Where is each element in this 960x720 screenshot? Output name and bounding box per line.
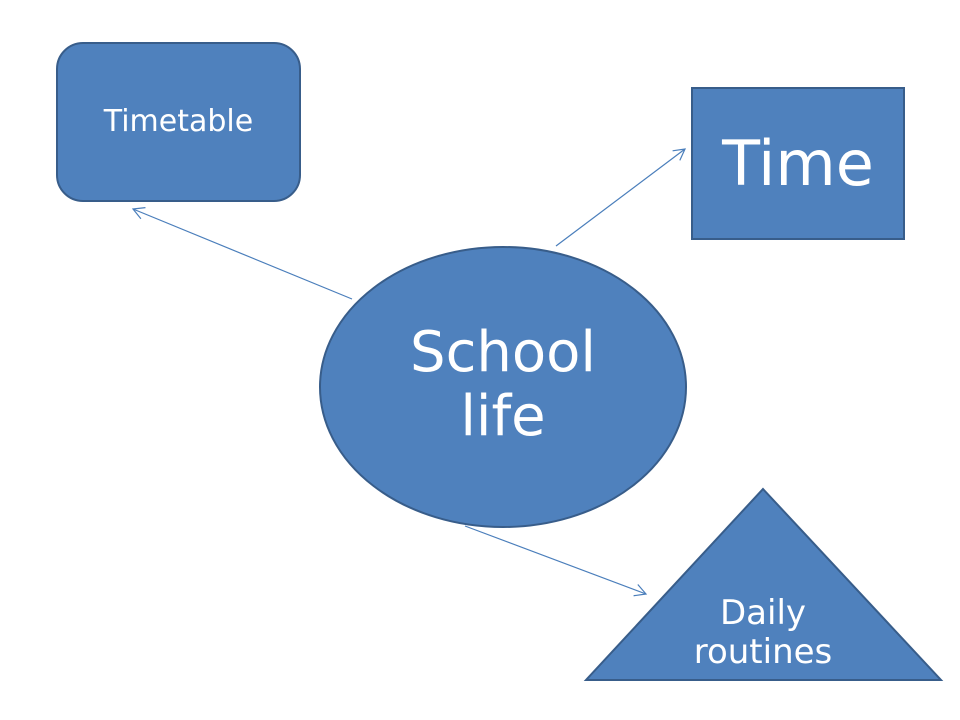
time-text: Time	[722, 126, 874, 200]
school-life-text-line1: School	[410, 319, 596, 385]
daily-routines-label: Daily routines	[663, 583, 863, 683]
timetable-node-shape[interactable]	[56, 42, 301, 202]
connector-to-daily-routines	[464, 525, 648, 597]
daily-routines-node-shape[interactable]	[583, 487, 944, 681]
connector-to-timetable	[131, 207, 353, 300]
connector-to-time	[555, 148, 687, 247]
time-label: Time	[692, 88, 904, 239]
school-life-text-line2: life	[460, 384, 546, 449]
school-life-label: School life	[340, 300, 666, 470]
timetable-text: Timetable	[103, 103, 254, 139]
timetable-label: Timetable	[57, 43, 300, 201]
time-node-shape[interactable]	[691, 87, 905, 240]
daily-routines-text-line2: routines	[693, 632, 833, 672]
school-life-node-shape[interactable]	[319, 246, 687, 528]
daily-routines-text-line1: Daily	[719, 592, 807, 633]
